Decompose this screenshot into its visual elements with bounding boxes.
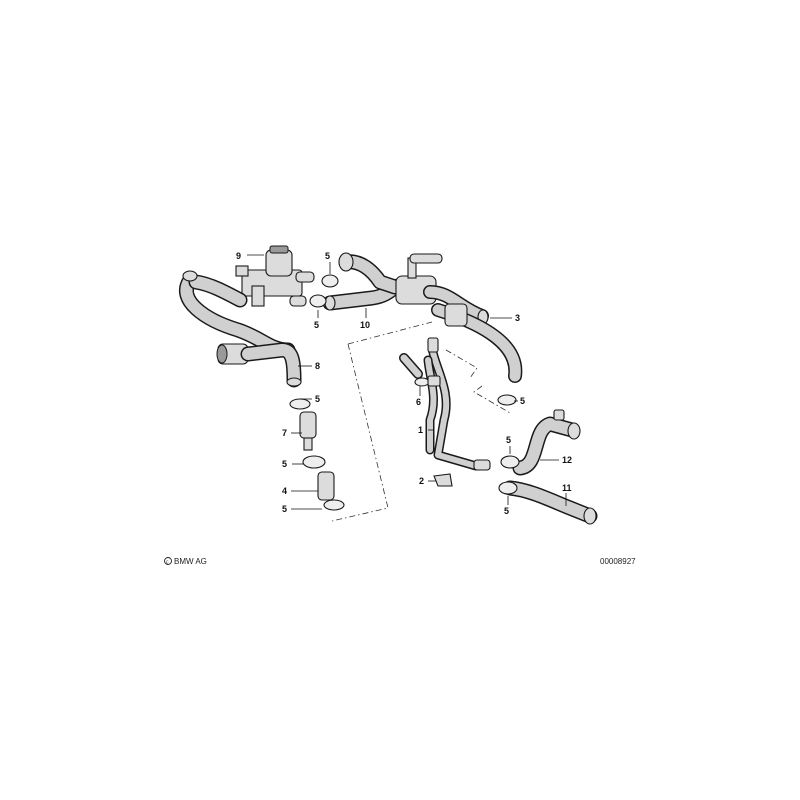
callout-5-clamp-stack-bottom: 5 <box>282 504 287 514</box>
image-number: 00008927 <box>600 557 636 566</box>
left-vertical-stack <box>289 398 345 511</box>
leader-lines <box>247 254 567 510</box>
callout-5-clamp-lower: 5 <box>314 320 319 330</box>
callout-5-clamp-stack-top: 5 <box>315 394 320 404</box>
callout-7: 7 <box>282 428 287 438</box>
distributor-and-hose-3 <box>395 253 523 383</box>
callout-9: 9 <box>236 251 241 261</box>
callout-3: 3 <box>515 313 520 323</box>
callout-10: 10 <box>360 320 370 330</box>
callout-6: 6 <box>416 397 421 407</box>
callout-12: 12 <box>562 455 572 465</box>
callout-5-clamp-upper: 5 <box>325 251 330 261</box>
hose-12 <box>500 409 581 476</box>
group-outline-left <box>331 321 433 522</box>
water-valve-assembly <box>235 245 315 307</box>
clamp-lower <box>309 294 327 308</box>
clamp-upper <box>321 274 339 288</box>
clamp-right-upper <box>497 394 517 406</box>
group-outline-right <box>445 349 513 415</box>
callout-5-clamp-right-upper: 5 <box>520 396 525 406</box>
callout-4: 4 <box>282 486 287 496</box>
copyright-c-glyph: c <box>166 560 169 566</box>
callout-5-clamp-hose-11: 5 <box>504 506 509 516</box>
callout-5-clamp-hose-12: 5 <box>506 435 511 445</box>
hose-11 <box>498 480 598 525</box>
callout-2: 2 <box>419 476 424 486</box>
callout-8: 8 <box>315 361 320 371</box>
copyright-text: BMW AG <box>174 557 207 566</box>
copyright-notice: c BMW AG <box>164 557 207 566</box>
copyright-icon <box>164 557 172 565</box>
callout-5-clamp-stack-mid: 5 <box>282 459 287 469</box>
callout-1: 1 <box>418 425 423 435</box>
callout-11: 11 <box>562 483 572 493</box>
pipe-1-assembly <box>399 337 491 487</box>
left-return-hose <box>178 270 302 388</box>
